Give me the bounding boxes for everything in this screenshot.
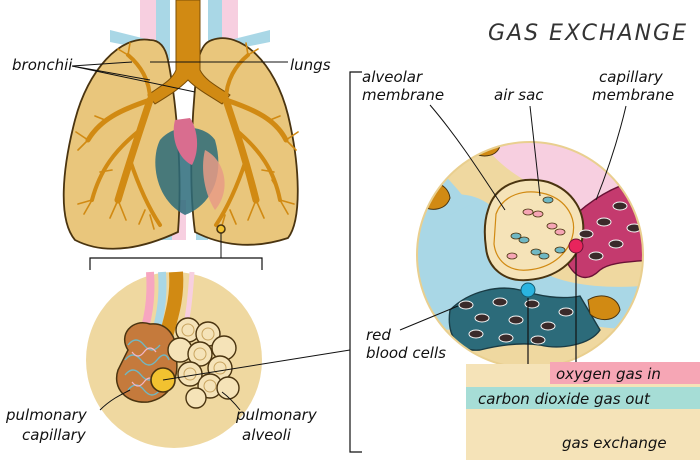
zoom-marker bbox=[216, 224, 226, 234]
alveoli-cluster bbox=[167, 317, 240, 409]
zoom-bracket-lungs bbox=[89, 257, 263, 270]
label-air-sac: air sac bbox=[494, 86, 544, 104]
lungs-labels: bronchii lungs bbox=[12, 56, 331, 93]
oxygen-marker bbox=[568, 238, 584, 254]
label-alveolar-membrane-1: alveolar bbox=[362, 68, 423, 86]
legend-oxygen-swatch bbox=[550, 362, 700, 384]
label-pulmonary-capillary-1: pulmonary bbox=[5, 406, 88, 424]
heart bbox=[155, 127, 219, 215]
label-capillary-membrane-2: membrane bbox=[592, 86, 674, 104]
trachea bbox=[147, 0, 231, 105]
deoxygenated-vessel bbox=[448, 287, 601, 351]
legend-carbon-dioxide-swatch bbox=[466, 387, 700, 409]
label-red-blood-cells-1: red bbox=[366, 326, 391, 344]
carbon-dioxide-marker bbox=[520, 282, 536, 298]
gas-exchange-zoom bbox=[416, 141, 644, 369]
alveoli-zoom bbox=[86, 271, 351, 448]
label-capillary-membrane-1: capillary bbox=[599, 68, 664, 86]
label-bronchii: bronchii bbox=[12, 56, 73, 74]
zoom-bracket-gas-exchange bbox=[349, 71, 362, 453]
legend-carbon-dioxide: carbon dioxide gas out bbox=[478, 390, 651, 408]
page-title: GAS EXCHANGE bbox=[488, 21, 688, 46]
label-red-blood-cells-2: blood cells bbox=[366, 344, 446, 362]
label-lungs: lungs bbox=[290, 56, 331, 74]
label-pulmonary-alveoli-1: pulmonary bbox=[235, 406, 318, 424]
legend-gas-exchange: gas exchange bbox=[562, 434, 667, 452]
label-alveolar-membrane-2: membrane bbox=[362, 86, 444, 104]
label-pulmonary-capillary-2: capillary bbox=[22, 426, 87, 444]
legend: oxygen gas in carbon dioxide gas out gas… bbox=[466, 362, 700, 460]
lungs-illustration bbox=[62, 0, 299, 250]
label-pulmonary-alveoli-2: alveoli bbox=[242, 426, 292, 444]
legend-oxygen: oxygen gas in bbox=[556, 365, 661, 383]
